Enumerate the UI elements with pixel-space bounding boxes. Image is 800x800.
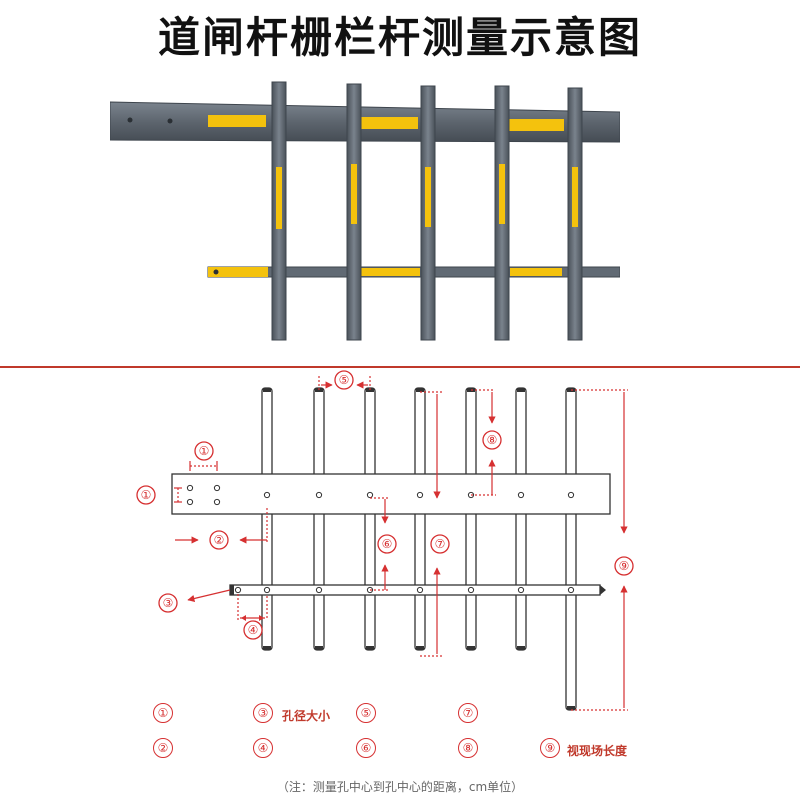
marker-3: ③ [163, 596, 174, 610]
legend-num-8: ⑧ [458, 738, 478, 758]
diagram-posts [261, 387, 577, 711]
beam-hole [127, 117, 133, 123]
vertical-posts [271, 81, 583, 341]
rail-hole [213, 269, 219, 275]
legend-num-5: ⑤ [356, 703, 376, 723]
marker-9: ⑨ [619, 559, 630, 573]
barrier-photo [110, 81, 620, 341]
marker-1: ① [199, 444, 210, 458]
beam-reflector [208, 115, 266, 127]
marker-6: ⑥ [382, 537, 393, 551]
post [565, 387, 577, 711]
diagram-lower-rail [229, 584, 601, 596]
section-divider [0, 366, 800, 368]
beam-reflector [508, 119, 564, 131]
marker-8: ⑧ [487, 433, 498, 447]
beam-reflector [360, 117, 418, 129]
post [313, 387, 325, 651]
measurement-note: （注：测量孔中心到孔中心的距离，cm单位） [276, 780, 524, 794]
legend-num-9: ⑨ [540, 738, 560, 758]
marker-5: ⑤ [339, 373, 350, 387]
post [261, 387, 273, 651]
marker-2: ② [214, 533, 225, 547]
page-title: 道闸杆栅栏杆测量示意图 [157, 13, 642, 62]
legend-num-3: ③ [253, 703, 273, 723]
marker-7: ⑦ [435, 537, 446, 551]
marker-1-vertical: ① [141, 488, 152, 502]
post-reflector [276, 167, 282, 229]
legend-text-9: 视现场长度 [567, 744, 628, 758]
post-reflector [425, 167, 431, 227]
legend-num-6: ⑥ [356, 738, 376, 758]
legend-num-1: ① [153, 703, 173, 723]
post [364, 387, 376, 651]
legend-num-4: ④ [253, 738, 273, 758]
rail-reflector [360, 268, 420, 276]
lower-rail-tip [208, 267, 268, 277]
post [515, 387, 527, 651]
legend-text-3: 孔径大小 [282, 709, 331, 723]
marker-4: ④ [248, 623, 259, 637]
post-reflector [499, 164, 505, 224]
beam-hole [167, 118, 173, 124]
post-reflector [351, 164, 357, 224]
legend-num-7: ⑦ [458, 703, 478, 723]
post [465, 387, 477, 651]
post-reflector [572, 167, 578, 227]
diagram-main-beam [171, 473, 611, 515]
rail-reflector [510, 268, 562, 276]
measurement-diagram: ① ① ② ③ ④ ⑤ ⑥ ⑦ ⑧ ⑨ [136, 370, 634, 711]
legend-num-2: ② [153, 738, 173, 758]
post [414, 387, 426, 651]
